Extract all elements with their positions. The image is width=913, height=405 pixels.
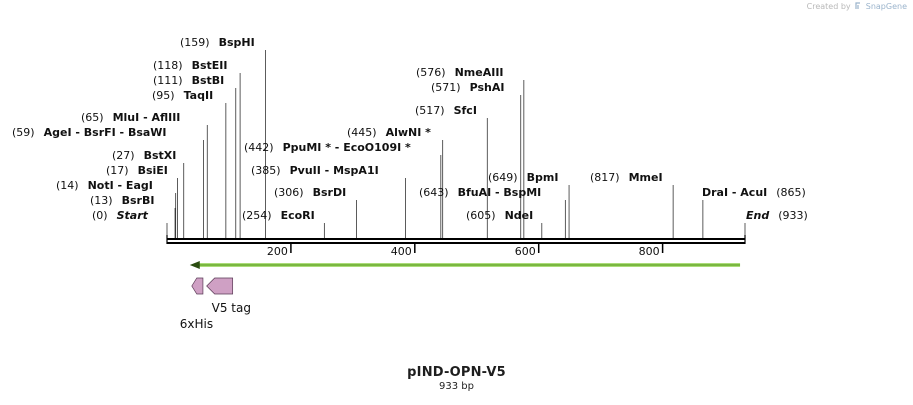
site-position: (95) xyxy=(152,89,175,102)
site-name: AgeI - BsrFI - BsaWI xyxy=(44,126,167,139)
feature-label: 6xHis xyxy=(180,317,213,331)
site-position: (442) xyxy=(244,141,274,154)
site-name: BsiEI xyxy=(138,164,168,177)
feature-arrows: 6xHis V5 tag xyxy=(180,261,741,331)
site-name: SfcI xyxy=(454,104,477,117)
site-name: BstXI xyxy=(144,149,177,162)
credit-brand: SnapGene xyxy=(865,2,907,11)
site-position: (111) xyxy=(153,74,183,87)
site-taqii: (95) TaqII xyxy=(152,89,213,102)
site-name: AlwNI * xyxy=(386,126,432,139)
site-position: (571) xyxy=(431,81,461,94)
site-position: (65) xyxy=(81,111,104,124)
site-start: (0) Start xyxy=(92,209,149,222)
site-position: (933) xyxy=(778,209,808,222)
site-position: (0) xyxy=(92,209,108,222)
site-pshai: (571) PshAI xyxy=(431,81,504,94)
site-labels: (0) Start (13) BsrBI (14) NotI - EagI (17) BsiE… xyxy=(12,36,808,222)
site-name: MluI - AflIII xyxy=(113,111,181,124)
site-name: NotI - EagI xyxy=(88,179,153,192)
plasmid-size: 933 bp xyxy=(439,381,474,392)
site-name: BsrDI xyxy=(313,186,347,199)
site-nmeaiii: (576) NmeAIII xyxy=(416,66,504,79)
site-agei: (59) AgeI - BsrFI - BsaWI xyxy=(12,126,167,139)
feature-6xhis-arrow xyxy=(191,277,204,295)
feature-v5tag-arrow xyxy=(206,277,234,295)
site-name: BfuAI - BspMI xyxy=(458,186,542,199)
linear-map: (0) Start (13) BsrBI (14) NotI - EagI (17) BsiE… xyxy=(12,36,808,331)
site-ndei: (605) NdeI xyxy=(466,209,533,222)
backbone xyxy=(166,235,746,244)
site-name: MmeI xyxy=(629,171,663,184)
site-position: (643) xyxy=(419,186,449,199)
site-position: (445) xyxy=(347,126,377,139)
site-name: BpmI xyxy=(527,171,559,184)
site-name: End xyxy=(746,209,769,222)
site-name: BsrBI xyxy=(122,194,155,207)
site-alwni: (445) AlwNI * xyxy=(347,126,431,139)
site-name: BstBI xyxy=(192,74,225,87)
site-name: PshAI xyxy=(470,81,505,94)
site-drai: (865) DraI - AcuI xyxy=(702,186,806,199)
site-sfci: (517) SfcI xyxy=(415,104,477,117)
site-end: (933) End xyxy=(746,209,808,222)
site-bfuai: (643) BfuAI - BspMI xyxy=(419,186,541,199)
site-position: (306) xyxy=(274,186,304,199)
site-name: NdeI xyxy=(505,209,534,222)
site-position: (17) xyxy=(106,164,129,177)
site-name: TaqII xyxy=(184,89,214,102)
ruler: 200 400 600 800 xyxy=(267,243,664,258)
site-bsphi: (159) BspHI xyxy=(180,36,255,49)
site-name: PpuMI * - EcoO109I * xyxy=(283,141,411,154)
ruler-tick-label: 400 xyxy=(391,245,412,258)
site-ppumi: (442) PpuMI * - EcoO109I * xyxy=(244,141,411,154)
plasmid-title-block: pIND-OPN-V5 933 bp xyxy=(0,365,913,392)
site-bsteii: (118) BstEII xyxy=(153,59,227,72)
site-bsiei: (17) BsiEI xyxy=(106,164,168,177)
site-position: (517) xyxy=(415,104,445,117)
site-name: EcoRI xyxy=(281,209,315,222)
site-name: Start xyxy=(117,209,149,222)
site-bpmi: (649) BpmI xyxy=(488,171,558,184)
site-position: (865) xyxy=(776,186,806,199)
site-name: PvuII - MspA1I xyxy=(290,164,379,177)
site-bstbi: (111) BstBI xyxy=(153,74,224,87)
site-position: (14) xyxy=(56,179,79,192)
created-by-credit: Created by SnapGene xyxy=(807,2,907,11)
site-mlui: (65) MluI - AflIII xyxy=(81,111,180,124)
site-name: NmeAIII xyxy=(455,66,504,79)
site-lines xyxy=(166,50,746,238)
site-position: (817) xyxy=(590,171,620,184)
snapgene-logo-icon xyxy=(855,2,861,9)
site-position: (159) xyxy=(180,36,210,49)
site-position: (254) xyxy=(242,209,272,222)
credit-text: Created by xyxy=(806,2,851,11)
site-pvuii: (385) PvuII - MspA1I xyxy=(251,164,379,177)
ruler-tick-label: 200 xyxy=(267,245,288,258)
site-position: (13) xyxy=(90,194,113,207)
site-position: (27) xyxy=(112,149,135,162)
ruler-tick-label: 800 xyxy=(639,245,660,258)
site-bstxi: (27) BstXI xyxy=(112,149,176,162)
plasmid-name: pIND-OPN-V5 xyxy=(407,365,506,380)
site-position: (118) xyxy=(153,59,183,72)
feature-label: V5 tag xyxy=(212,301,251,315)
site-position: (59) xyxy=(12,126,35,139)
site-bsrbi: (13) BsrBI xyxy=(90,194,154,207)
feature-arrow-head xyxy=(189,261,200,269)
site-name: BstEII xyxy=(192,59,228,72)
site-name: BspHI xyxy=(219,36,255,49)
site-position: (576) xyxy=(416,66,446,79)
site-position: (385) xyxy=(251,164,281,177)
site-mmei: (817) MmeI xyxy=(590,171,663,184)
ruler-tick-label: 600 xyxy=(515,245,536,258)
site-position: (605) xyxy=(466,209,496,222)
site-name: DraI - AcuI xyxy=(702,186,767,199)
site-ecori: (254) EcoRI xyxy=(242,209,315,222)
site-noti: (14) NotI - EagI xyxy=(56,179,153,192)
site-position: (649) xyxy=(488,171,518,184)
site-bsrdi: (306) BsrDI xyxy=(274,186,346,199)
